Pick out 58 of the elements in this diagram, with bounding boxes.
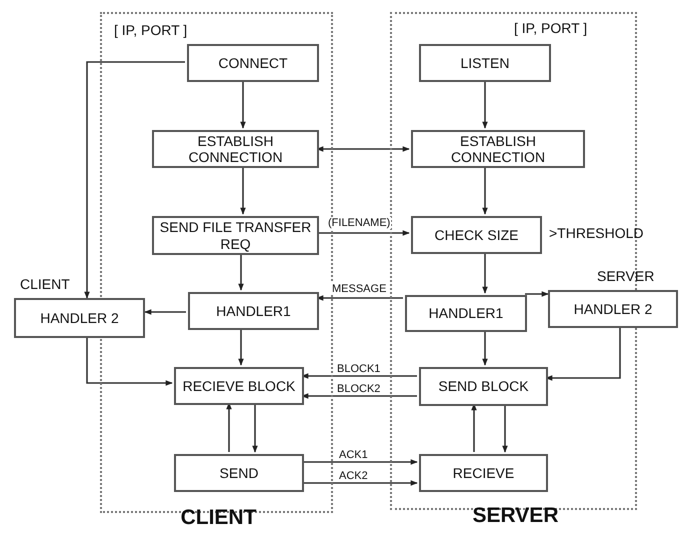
process-box: [419, 44, 551, 82]
arrow: [482, 80, 488, 129]
box-label: HANDLER 2: [572, 300, 654, 318]
box-label: CHECK SIZE: [433, 226, 520, 244]
edge-label: BLOCK1: [336, 363, 382, 376]
arrow: [238, 253, 244, 291]
box-label: CONNECT: [217, 54, 289, 72]
process-box: [174, 367, 304, 405]
side-label: >THRESHOLD: [549, 225, 644, 241]
panel-title: SERVER: [472, 504, 560, 528]
arrow: [482, 252, 488, 294]
process-box: [419, 367, 548, 406]
box-label: RECIEVE: [452, 464, 516, 482]
arrow: [302, 459, 418, 465]
process-box: [405, 295, 527, 332]
box-label: ESTABLISH CONNECTION: [450, 132, 546, 166]
arrow: [525, 291, 549, 297]
process-box: [187, 44, 319, 82]
box-label: ESTABLISH CONNECTION: [187, 132, 284, 166]
arrow: [482, 330, 488, 366]
process-box: [411, 130, 585, 168]
box-label: HANDLER1: [215, 302, 292, 320]
address-label: [ IP, PORT ]: [514, 20, 588, 36]
box-label: RECIEVE BLOCK: [182, 378, 296, 394]
process-box: [14, 298, 145, 338]
process-box: [152, 216, 319, 255]
arrow: [502, 404, 508, 453]
edge-label: (FILENAME): [327, 217, 392, 230]
edge-label: ACK1: [338, 449, 369, 462]
panel-title: CLIENT: [180, 506, 258, 530]
arrow: [482, 166, 488, 215]
arrow: [238, 328, 244, 366]
address-label: [ IP, PORT ]: [114, 22, 188, 38]
box-label: SEND FILE TRANSFER REQ: [158, 219, 312, 252]
process-box: [152, 130, 319, 168]
process-box: [174, 454, 304, 492]
arrow: [317, 230, 410, 236]
arrow: [144, 309, 186, 315]
process-box: [411, 216, 542, 254]
arrow: [84, 61, 185, 299]
arrow: [252, 403, 258, 453]
box-label: SEND: [218, 464, 260, 482]
box-label: HANDLER1: [428, 305, 504, 322]
arrow: [240, 80, 246, 129]
edge-label: BLOCK2: [336, 383, 382, 396]
box-label: LISTEN: [459, 54, 510, 72]
edge-label: ACK2: [338, 470, 369, 482]
box-label: SEND BLOCK: [437, 378, 530, 395]
box-label: HANDLER 2: [39, 310, 120, 326]
side-label: SERVER: [597, 268, 654, 284]
arrow: [86, 338, 173, 386]
edge-label: MESSAGE: [331, 283, 388, 296]
process-box: [188, 292, 319, 330]
process-box: [419, 454, 548, 492]
arrow: [240, 166, 246, 215]
process-box: [548, 290, 678, 328]
side-label: CLIENT: [20, 276, 70, 292]
arrow: [302, 480, 418, 486]
